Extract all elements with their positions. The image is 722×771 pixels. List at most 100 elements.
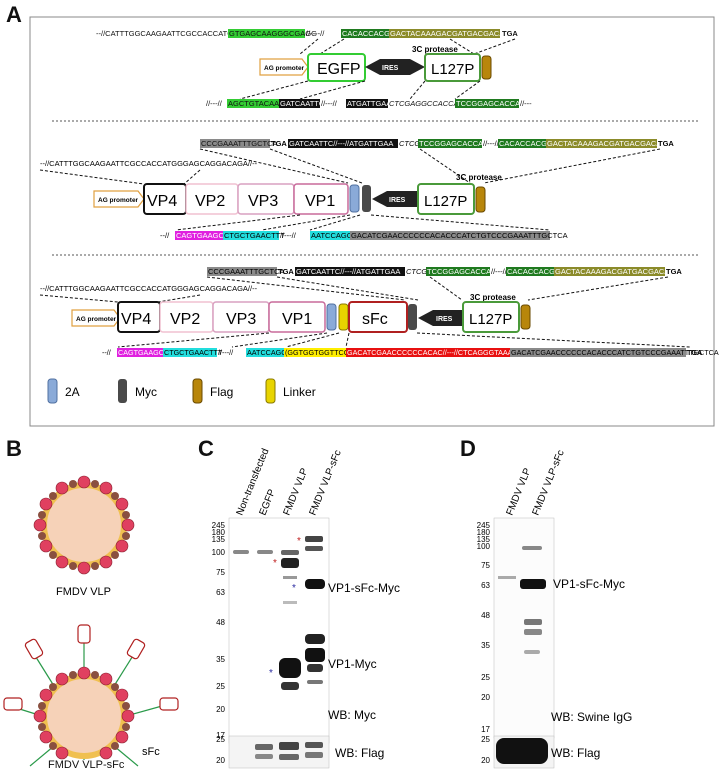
row3-2a-tag (326, 303, 337, 331)
row3-seq-top-tga: TGA (278, 267, 294, 276)
panel-c-figure: Non-transfected EGFP FMDV VLP FMDV VLP-s… (212, 447, 400, 769)
blot-d-bands (498, 546, 546, 654)
row1-seq-bottom: //---// AGCTGTACAAG GATCAATTC //---// AT… (206, 99, 532, 108)
row2-myc-tag (362, 185, 371, 212)
row1-seq-top-darkgreen: CACACCACGAG (342, 29, 401, 38)
row2-seq-bot-cyan2: AATCCAGGC (311, 231, 359, 240)
row3-seq-bot-prefix: --// (102, 348, 111, 357)
row2-2a-tag (349, 184, 360, 213)
blot-c-main (228, 517, 330, 744)
row1-seq-bot-mid: CTCGAGGCCACCATG (389, 99, 469, 108)
row2-seq-bot-sep: //---// (280, 231, 297, 240)
row1-seq-bot-prefix: //---// (206, 99, 223, 108)
row3-vp2-label: VP2 (170, 311, 200, 328)
row1-promoter-arrow (259, 58, 309, 76)
row3-flag-tag (520, 304, 531, 330)
row3-ires-label: IRES (436, 316, 453, 323)
row2-ires-label: IRES (389, 197, 406, 204)
row1-seq-top-olive: GACTACAAAGACGATGACGACAAG (390, 29, 515, 38)
row2-seq-bot-cyan: CTGCTGAACTTT (224, 231, 285, 240)
panel-d-flag-markers: 25 20 (481, 735, 490, 765)
row1-seq-top: --//CATTTGGCAAGAATTCGCCACCATG GTGAGCAAGG… (96, 29, 518, 38)
row2-protease-label: 3C protease (456, 173, 502, 182)
row2-promoter-arrow (93, 190, 145, 208)
wb-myc-label: WB: Myc (328, 708, 376, 722)
row3-seq-bot-sep: //---// (218, 348, 233, 357)
row2-seq-bot-magenta: CAGTGAAGCAG (176, 231, 235, 240)
row1-protease-label: 3C protease (412, 45, 458, 54)
marker-245: 245 (212, 521, 226, 530)
row1-promoter-label: AG promoter (264, 65, 305, 72)
flag-marker-20: 20 (216, 756, 225, 765)
d-marker-25: 25 (481, 673, 490, 682)
row2-seq-top-olive: GACTACAAAGACGATGACGACAAG (547, 139, 672, 148)
panel-d-figure: FMDV VLP FMDV VLP-sFc 245 180 135 100 75… (477, 449, 632, 769)
d-marker-75: 75 (481, 561, 490, 570)
panel-d-lane-labels: FMDV VLP FMDV VLP-sFc (505, 449, 567, 518)
row3-myc-tag (408, 304, 417, 330)
legend-flag-label: Flag (210, 385, 233, 399)
panel-b-figure: FMDV VLP sFc (3, 475, 179, 767)
row2-seq-bot-gray: GACATCGAACCCCCCACACCCATCTGTCCCGAAATTTGCT… (351, 231, 568, 240)
row2-seq-top-dkgreen2: CACACCACGAG (499, 139, 558, 148)
d-flag-marker-20: 20 (481, 756, 490, 765)
legend-myc-label: Myc (135, 385, 157, 399)
row3-seq-top: CCCGAAATTTGCTCA TGA GATCAATTC//---//ATGA… (207, 267, 682, 276)
d-marker-20: 20 (481, 693, 490, 702)
panel-a-legend: 2A Myc Flag Linker (47, 378, 316, 404)
d-flag-marker-25: 25 (481, 735, 490, 744)
d-marker-135: 135 (477, 535, 491, 544)
row1-seq-bot-sep: //---// (321, 99, 338, 108)
panel-letter-c: C (198, 436, 214, 461)
d-marker-17: 17 (481, 725, 490, 734)
panel-letter-a: A (6, 2, 22, 27)
row2-seq-top-tga: TGA (271, 139, 287, 148)
d-marker-48: 48 (481, 611, 490, 620)
row3-vp1-box (268, 301, 326, 333)
panel-c-flag-markers: 25 20 (216, 735, 225, 765)
panel-a-border (29, 16, 715, 427)
lane-label-d-fmdv-vlp: FMDV VLP (505, 466, 534, 517)
marker-100: 100 (212, 548, 226, 557)
row1-ires-shape (365, 59, 425, 75)
panel-letter-d: D (460, 436, 476, 461)
row2-seq-top-black: GATCAATTC//---//ATGATTGAA (289, 139, 393, 148)
row3-seq-bot-magenta: CAGTGAAGCAG (118, 348, 175, 357)
vlp-particle (33, 475, 135, 575)
row3-linker-tag (338, 303, 349, 331)
wb-flag-label-c: WB: Flag (335, 746, 384, 760)
row3-seq-bot-cyan: CTGCTGAACTTT (164, 348, 223, 357)
row3-protease-label: 3C protease (470, 293, 516, 302)
row1-egfp-box (307, 53, 366, 82)
row3-seq-top-olive: GACTACAAAGACGATGACGACAAG (555, 267, 680, 276)
row1-seq-bot-green: AGCTGTACAAG (228, 99, 285, 108)
row2-seq-top-dkgreen: TCCGGAGCACCACC (419, 139, 495, 148)
row3-seq-bot-tga: TGA (687, 348, 702, 357)
row1-seq-bot-black2: ATGATTGAA (347, 99, 391, 108)
legend-2a-swatch (47, 378, 58, 404)
d-marker-35: 35 (481, 641, 490, 650)
panel-d-markers: 245 180 135 100 75 63 48 35 25 20 17 (477, 521, 491, 734)
marker-75: 75 (216, 568, 225, 577)
row3-seq-bottom: --// CAGTGAAGCAG CTGCTGAACTTT //---// AA… (102, 348, 719, 357)
vp1-sfc-myc-label-d: VP1-sFc-Myc (553, 577, 625, 591)
marker-17: 17 (216, 731, 225, 740)
row3-seq-bot-gray: GACATCGAACCCCCCACACCCATCTGTCCCGAAATTTGCT… (511, 348, 719, 357)
legend-2a-label: 2A (65, 385, 80, 399)
marker-135: 135 (212, 535, 226, 544)
blue-asterisk-c1: * (292, 583, 296, 594)
row2-l127p-label: L127P (424, 193, 467, 210)
d-marker-245: 245 (477, 521, 491, 530)
vp1-sfc-myc-label-c: VP1-sFc-Myc (328, 581, 400, 595)
legend-flag-swatch (192, 378, 203, 404)
row1-flag-tag (481, 55, 492, 80)
d-marker-100: 100 (477, 542, 491, 551)
legend-linker-label: Linker (283, 385, 316, 399)
row3-seq-top-sep: //---// (491, 267, 508, 276)
flag-marker-25: 25 (216, 735, 225, 744)
lane-label-egfp: EGFP (258, 487, 279, 517)
row1-seq-bot-end: //--- (520, 99, 532, 108)
row3-seq-left: --//CATTTGGCAAGAATTCGCCACCATGGGAGCAGGACA… (40, 284, 258, 293)
marker-48: 48 (216, 618, 225, 627)
row2-seq-top-sep: //---// (483, 139, 500, 148)
